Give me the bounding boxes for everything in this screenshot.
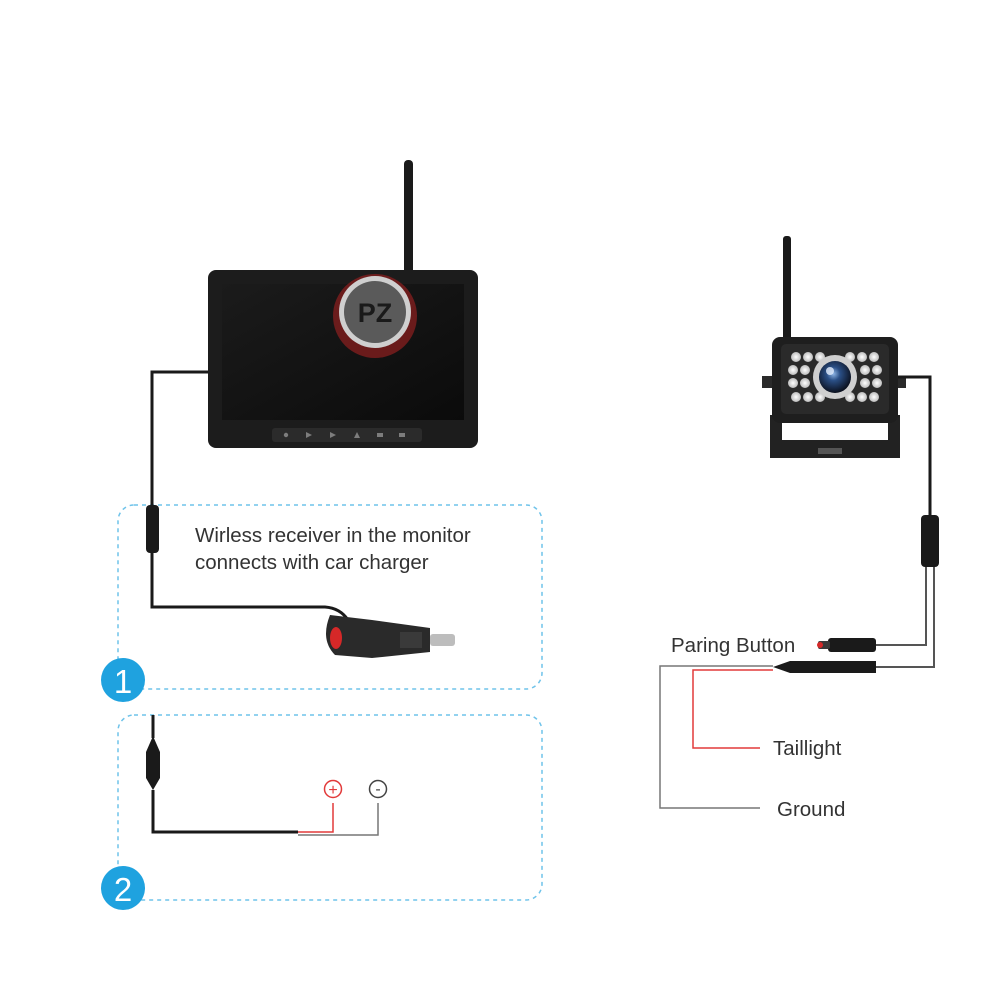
taillight-wire xyxy=(692,669,773,749)
power-connector-plug xyxy=(773,661,876,673)
step-2-badge xyxy=(101,866,145,910)
monitor-button-left xyxy=(306,432,312,438)
camera-cable xyxy=(898,375,932,515)
section-2: + - 2 xyxy=(101,714,543,910)
step-1-badge xyxy=(101,658,145,702)
paring-button-plug xyxy=(817,638,876,652)
taillight-label: Taillight xyxy=(773,737,842,760)
cable-connector-1 xyxy=(146,505,159,553)
paring-button-red-dot xyxy=(817,642,823,648)
paring-button-cable xyxy=(876,567,927,646)
ground-wire xyxy=(659,665,773,809)
section-1-dashed-frame xyxy=(117,504,543,690)
camera-connector xyxy=(921,515,939,567)
camera-bracket xyxy=(770,415,900,458)
camera-wiring: Paring Button Taillight Ground xyxy=(659,375,939,821)
camera-lens xyxy=(819,361,851,393)
positive-terminal: + xyxy=(323,779,343,799)
pz-logo-text: PZ xyxy=(358,298,393,328)
step-1-number: 1 xyxy=(114,663,132,700)
camera-side-mount-right xyxy=(896,376,906,388)
positive-terminal-symbol: + xyxy=(328,782,337,799)
power-split-cable xyxy=(876,567,935,668)
section-1-caption-line1: Wirless receiver in the monitor xyxy=(195,524,471,547)
pz-logo: PZ xyxy=(333,274,417,358)
section-1: Wirless receiver in the monitor connects… xyxy=(101,370,543,702)
backup-camera xyxy=(762,236,906,458)
camera-antenna xyxy=(783,236,791,344)
charger-red-light xyxy=(330,627,342,649)
monitor-button-menu xyxy=(377,433,383,437)
monitor-button-right xyxy=(330,432,336,438)
negative-terminal-symbol: - xyxy=(375,781,380,798)
monitor-button-bar xyxy=(272,428,422,442)
ground-label: Ground xyxy=(777,798,845,821)
monitor-button-mode xyxy=(399,433,405,437)
negative-terminal: - xyxy=(368,779,388,799)
negative-terminal-circle xyxy=(368,779,388,799)
negative-wire xyxy=(298,803,379,836)
camera-side-mount-left xyxy=(762,376,772,388)
step-2-number: 2 xyxy=(114,871,132,908)
charger-tip xyxy=(430,634,455,646)
section-1-caption-line2: connects with car charger xyxy=(195,551,429,574)
section-2-dashed-frame xyxy=(117,714,543,901)
monitor-buttons xyxy=(283,432,405,438)
car-charger-plug xyxy=(326,615,455,658)
monitor-antenna xyxy=(404,160,413,280)
inline-fuse-holder xyxy=(146,736,160,790)
section-2-cable-bottom xyxy=(151,790,298,834)
paring-button-label: Paring Button xyxy=(671,634,795,657)
positive-wire xyxy=(298,803,334,833)
monitor-button-power xyxy=(283,432,289,438)
monitor-power-cable xyxy=(150,370,208,505)
monitor-button-up xyxy=(354,432,360,438)
monitor: PZ xyxy=(208,160,478,448)
positive-terminal-circle xyxy=(323,779,343,799)
